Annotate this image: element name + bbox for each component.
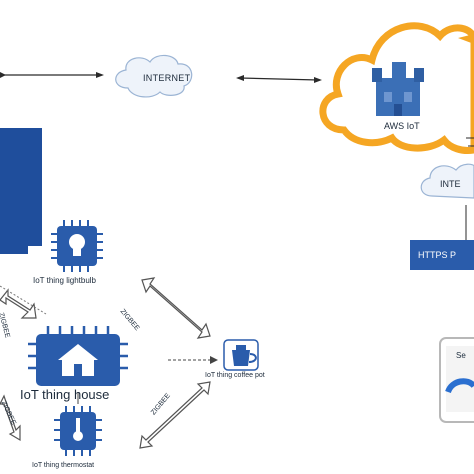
internet-cloud-right-icon	[420, 163, 474, 199]
left-device-panel-bottom	[0, 232, 28, 254]
zigbee-arrow-left-top	[0, 288, 37, 319]
thermostat-chip-icon	[54, 406, 102, 456]
house-label: IoT thing house	[20, 387, 110, 402]
arrow-head-right-top	[96, 72, 104, 78]
arrow-head-aws	[314, 77, 322, 83]
left-device-panel	[0, 128, 42, 246]
link-line-right	[239, 77, 319, 81]
phone-screen-text: Se	[456, 351, 466, 360]
aws-iot-icon	[372, 62, 424, 116]
internet-right-label: INTE	[440, 179, 461, 189]
zigbee-arrow-left-bottom	[0, 394, 21, 442]
arrow-head-left	[0, 72, 6, 78]
https-protocol-box: HTTPS P	[410, 240, 474, 270]
lightbulb-chip-icon	[51, 220, 103, 272]
arrow-head-coffee	[210, 356, 218, 364]
smartphone-icon	[439, 337, 474, 423]
lightbulb-label: IoT thing lightbulb	[33, 276, 97, 285]
arrow-head-internet	[236, 75, 244, 81]
internet-cloud-icon	[115, 54, 193, 98]
zigbee-arrow-coffee-thermo	[139, 381, 211, 449]
dotted-link-bulb	[0, 285, 47, 315]
thermostat-label: IoT thing thermostat	[32, 462, 95, 469]
zigbee-arrow-bulb-coffee	[141, 277, 211, 339]
coffee-pot-chip-icon	[223, 339, 259, 371]
internet-label: INTERNET	[143, 73, 191, 83]
aws-iot-label: AWS IoT	[384, 121, 420, 131]
house-chip-icon	[28, 326, 128, 386]
coffee-label: IoT thing coffee pot	[205, 372, 265, 379]
